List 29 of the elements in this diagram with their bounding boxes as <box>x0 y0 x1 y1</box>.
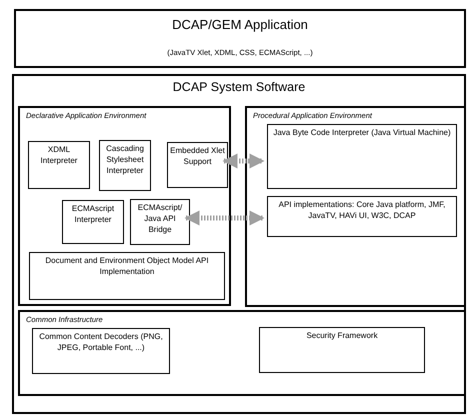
component-box <box>259 327 425 373</box>
box-label: Common Content Decoders (PNG, JPEG, Portable Font, ...) <box>38 331 164 353</box>
component-box <box>267 124 457 189</box>
double-arrow <box>222 154 264 168</box>
box-label: ECMAscript/ Java API Bridge <box>136 202 184 235</box>
title: DCAP System Software <box>172 79 306 96</box>
component-box <box>130 199 190 245</box>
component-box <box>29 252 225 300</box>
system-box <box>12 74 466 414</box>
box-label: Security Framework <box>305 330 379 341</box>
component-box <box>62 200 124 244</box>
environment-box <box>245 106 466 307</box>
environment-box <box>18 106 231 306</box>
component-box <box>267 196 457 237</box>
component-box <box>28 141 90 189</box>
box-label: Java Byte Code Interpreter (Java Virtual Machine) <box>272 127 452 138</box>
box-label: ECMAscript Interpreter <box>70 203 116 225</box>
application-box <box>14 9 466 68</box>
box-label: XDML Interpreter <box>40 144 78 166</box>
box-label: Document and Environment Object Model API Implementation <box>44 255 210 277</box>
component-box <box>32 328 170 374</box>
component-box <box>167 142 228 188</box>
double-arrow <box>184 210 264 226</box>
component-box <box>99 140 151 191</box>
box-label: API implementations: Core Java platform, JMF, JavaTV, HAVi UI, W3C, DCAP <box>278 199 446 221</box>
environment-box <box>18 310 466 396</box>
box-label: Cascading Stylesheet Interpreter <box>105 143 145 176</box>
title: DCAP/GEM Application <box>172 16 308 34</box>
box-label: Embedded Xlet Support <box>169 145 226 167</box>
